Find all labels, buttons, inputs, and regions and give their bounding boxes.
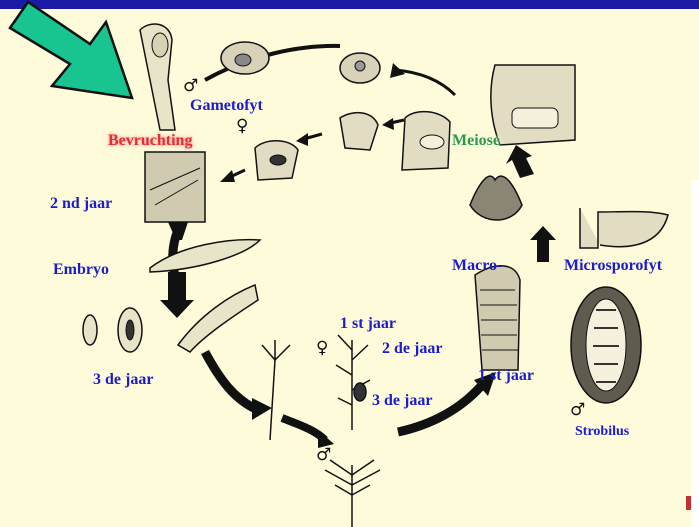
archegonium-sketch: [140, 24, 175, 130]
green-pointer-arrow: [10, 2, 132, 98]
arrow-head-inner-down-left: [220, 170, 235, 182]
arrow-head-inner-right: [382, 118, 394, 130]
right-edge-bar: [691, 180, 699, 527]
label-3de-jaar-center: 3 de jaar: [372, 393, 432, 409]
mature-tree-sketch: [325, 460, 380, 527]
female-symbol-center: ♀: [316, 340, 328, 357]
cone-sketch: [475, 266, 520, 370]
label-bevruchting: Bevruchting: [108, 133, 192, 149]
arrow-up-meiose: [506, 145, 534, 178]
embryo-sketch: [150, 240, 260, 272]
label-2nd-jaar: 2 nd jaar: [50, 196, 112, 212]
ovule-sketch-2: [402, 112, 450, 170]
seedling-sketch: [262, 340, 290, 440]
arrow-up-macro: [530, 226, 556, 262]
macrosporophyll-sketch: [470, 176, 522, 220]
male-symbol-gametofyt: ♂: [183, 78, 198, 95]
label-1st-jaar-center: 1 st jaar: [340, 316, 396, 332]
arrow-down-embryo: [160, 272, 194, 318]
label-strobilus: Strobilus: [575, 425, 629, 439]
label-meiose: Meiose: [452, 133, 500, 149]
young-tree-sketch: [336, 335, 370, 430]
label-3de-jaar-left: 3 de jaar: [93, 372, 153, 388]
spore-top-sketch: [340, 53, 380, 83]
male-symbol-strobilus: ♂: [570, 402, 585, 419]
strobilus-sketch: [571, 287, 641, 403]
arrow-head-inner-left: [296, 133, 308, 146]
arrow-head-lower-left: [252, 398, 272, 420]
seed-section-sketch: [145, 152, 205, 222]
label-2de-jaar-center: 2 de jaar: [382, 341, 442, 357]
label-microsporofyt: Microsporofyt: [564, 258, 662, 274]
ovule-sketch-1: [340, 113, 378, 150]
gametophyte-sketch: [221, 42, 269, 74]
megasporangium-sketch: [491, 65, 575, 145]
label-1st-jaar-right: 1 st jaar: [478, 368, 534, 384]
cycle-arc-lower-left: [205, 352, 258, 410]
microsporophyll-sketch: [580, 208, 668, 248]
male-symbol-bottom: ♂: [316, 447, 331, 464]
label-macro: Macro-: [452, 258, 502, 274]
female-symbol-top: ♀: [236, 118, 248, 135]
label-gametofyt: Gametofyt: [190, 98, 263, 114]
label-embryo: Embryo: [53, 262, 109, 278]
fertilized-ovule-sketch: [255, 141, 298, 180]
